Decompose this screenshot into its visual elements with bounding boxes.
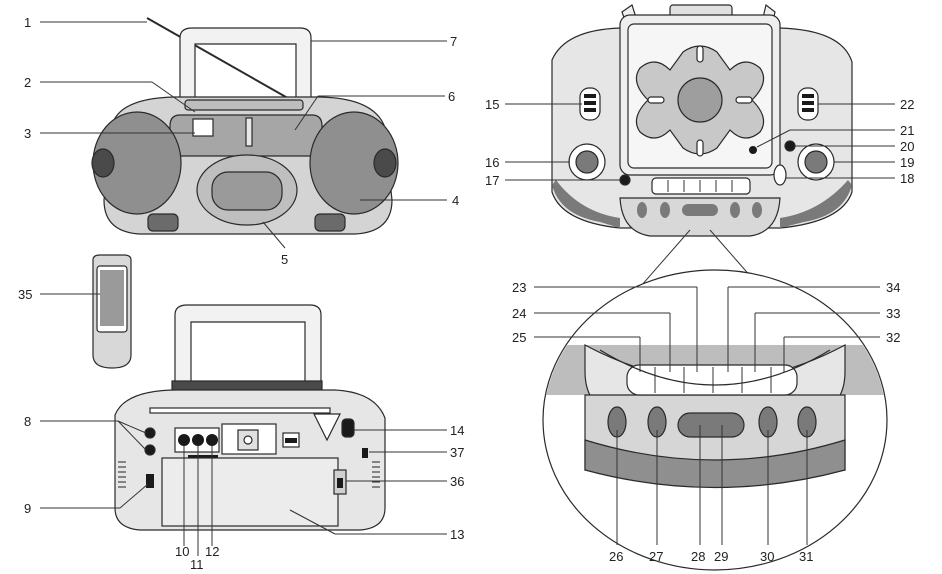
cassette-window	[211, 171, 283, 211]
callout-1: 1	[24, 15, 31, 30]
front-view	[40, 17, 447, 249]
carry-handle-back	[174, 304, 322, 384]
callout-31: 31	[799, 549, 813, 564]
callout-7: 7	[450, 34, 457, 49]
callout-19: 19	[900, 155, 914, 170]
callout-16: 16	[485, 155, 499, 170]
right-speaker-knob	[373, 148, 397, 178]
callout-34: 34	[886, 280, 900, 295]
callout-26: 26	[609, 549, 623, 564]
knob-16-inner	[575, 150, 599, 174]
front-btn-28-29	[682, 204, 718, 216]
knob-18	[773, 164, 787, 186]
remote-keypad-grid	[100, 270, 124, 326]
antenna-swivel	[313, 413, 341, 442]
jack-10	[178, 434, 190, 446]
callout-28: 28	[691, 549, 705, 564]
back-knob-14	[341, 418, 355, 438]
callout-21: 21	[900, 123, 914, 138]
cd-marker-bottom	[696, 139, 704, 157]
callout-23: 23	[512, 280, 526, 295]
callout-15: 15	[485, 97, 499, 112]
callout-6: 6	[448, 89, 455, 104]
back-view	[40, 304, 447, 556]
jack-12	[206, 434, 218, 446]
cd-marker-right	[735, 96, 753, 104]
callout-3: 3	[24, 126, 31, 141]
right-vent-back	[372, 461, 380, 488]
callout-30: 30	[760, 549, 774, 564]
callout-25: 25	[512, 330, 526, 345]
side-slot-37	[362, 448, 368, 458]
jack-8a	[144, 427, 156, 439]
callout-27: 27	[649, 549, 663, 564]
front-btn-30	[730, 202, 740, 218]
callout-24: 24	[512, 306, 526, 321]
switch-9	[146, 474, 154, 488]
battery-compartment	[161, 457, 339, 527]
callout-32: 32	[886, 330, 900, 345]
callout-8: 8	[24, 414, 31, 429]
callout-labels: 1 2 3 4 5 6 7 8 9 10 11 12 13 14 15 16 1…	[18, 15, 914, 572]
battery-latch-knob	[337, 478, 343, 488]
display-slot	[245, 117, 253, 147]
cd-marker-top	[696, 45, 704, 63]
jack-8b	[144, 444, 156, 456]
voltage-selector-bar	[285, 438, 297, 443]
callout-10: 10	[175, 544, 189, 559]
front-btn-31	[752, 202, 762, 218]
callout-33: 33	[886, 306, 900, 321]
jack-17	[619, 174, 631, 186]
callout-2: 2	[24, 75, 31, 90]
zoom-base-shadow	[584, 439, 846, 489]
cd-lid-top	[184, 99, 304, 111]
cd-lid-dot	[749, 146, 757, 154]
front-btn-27	[660, 202, 670, 218]
callout-9: 9	[24, 501, 31, 516]
callout-22: 22	[900, 97, 914, 112]
zoom-btn-28-29	[677, 412, 745, 438]
callout-37: 37	[450, 445, 464, 460]
ac-socket-hole	[243, 435, 253, 445]
callout-11: 11	[190, 557, 204, 572]
right-vent-front	[314, 213, 346, 232]
knob-19-inner	[804, 150, 828, 174]
lcd-window	[192, 118, 214, 137]
callout-13: 13	[450, 527, 464, 542]
cassette-button-strip	[651, 177, 751, 195]
callout-20: 20	[900, 139, 914, 154]
callout-17: 17	[485, 173, 499, 188]
zoom-detail	[534, 229, 888, 571]
left-vent-back	[118, 461, 126, 488]
left-speaker-knob	[91, 148, 115, 178]
jack-20	[784, 140, 796, 152]
front-btn-26	[637, 202, 647, 218]
zoom-key-surround	[599, 349, 831, 386]
callout-5: 5	[281, 252, 288, 267]
callout-29: 29	[714, 549, 728, 564]
cd-spindle	[677, 77, 723, 123]
callout-18: 18	[900, 171, 914, 186]
front-bottom-shell	[619, 197, 781, 237]
back-antenna-bar	[149, 407, 331, 414]
callout-14: 14	[450, 423, 464, 438]
left-vent-front	[147, 213, 179, 232]
telescopic-antenna	[146, 17, 301, 106]
right-speaker-front	[309, 111, 399, 215]
jack-11	[192, 434, 204, 446]
callout-35: 35	[18, 287, 32, 302]
zoom-cassette-keys	[626, 364, 798, 396]
remote-control	[40, 254, 132, 369]
carry-handle-front	[179, 27, 312, 106]
callout-4: 4	[452, 193, 459, 208]
jack-panel-base	[188, 455, 218, 459]
callout-12: 12	[205, 544, 219, 559]
callout-36: 36	[450, 474, 464, 489]
cd-marker-left	[647, 96, 665, 104]
top-view	[505, 3, 895, 237]
